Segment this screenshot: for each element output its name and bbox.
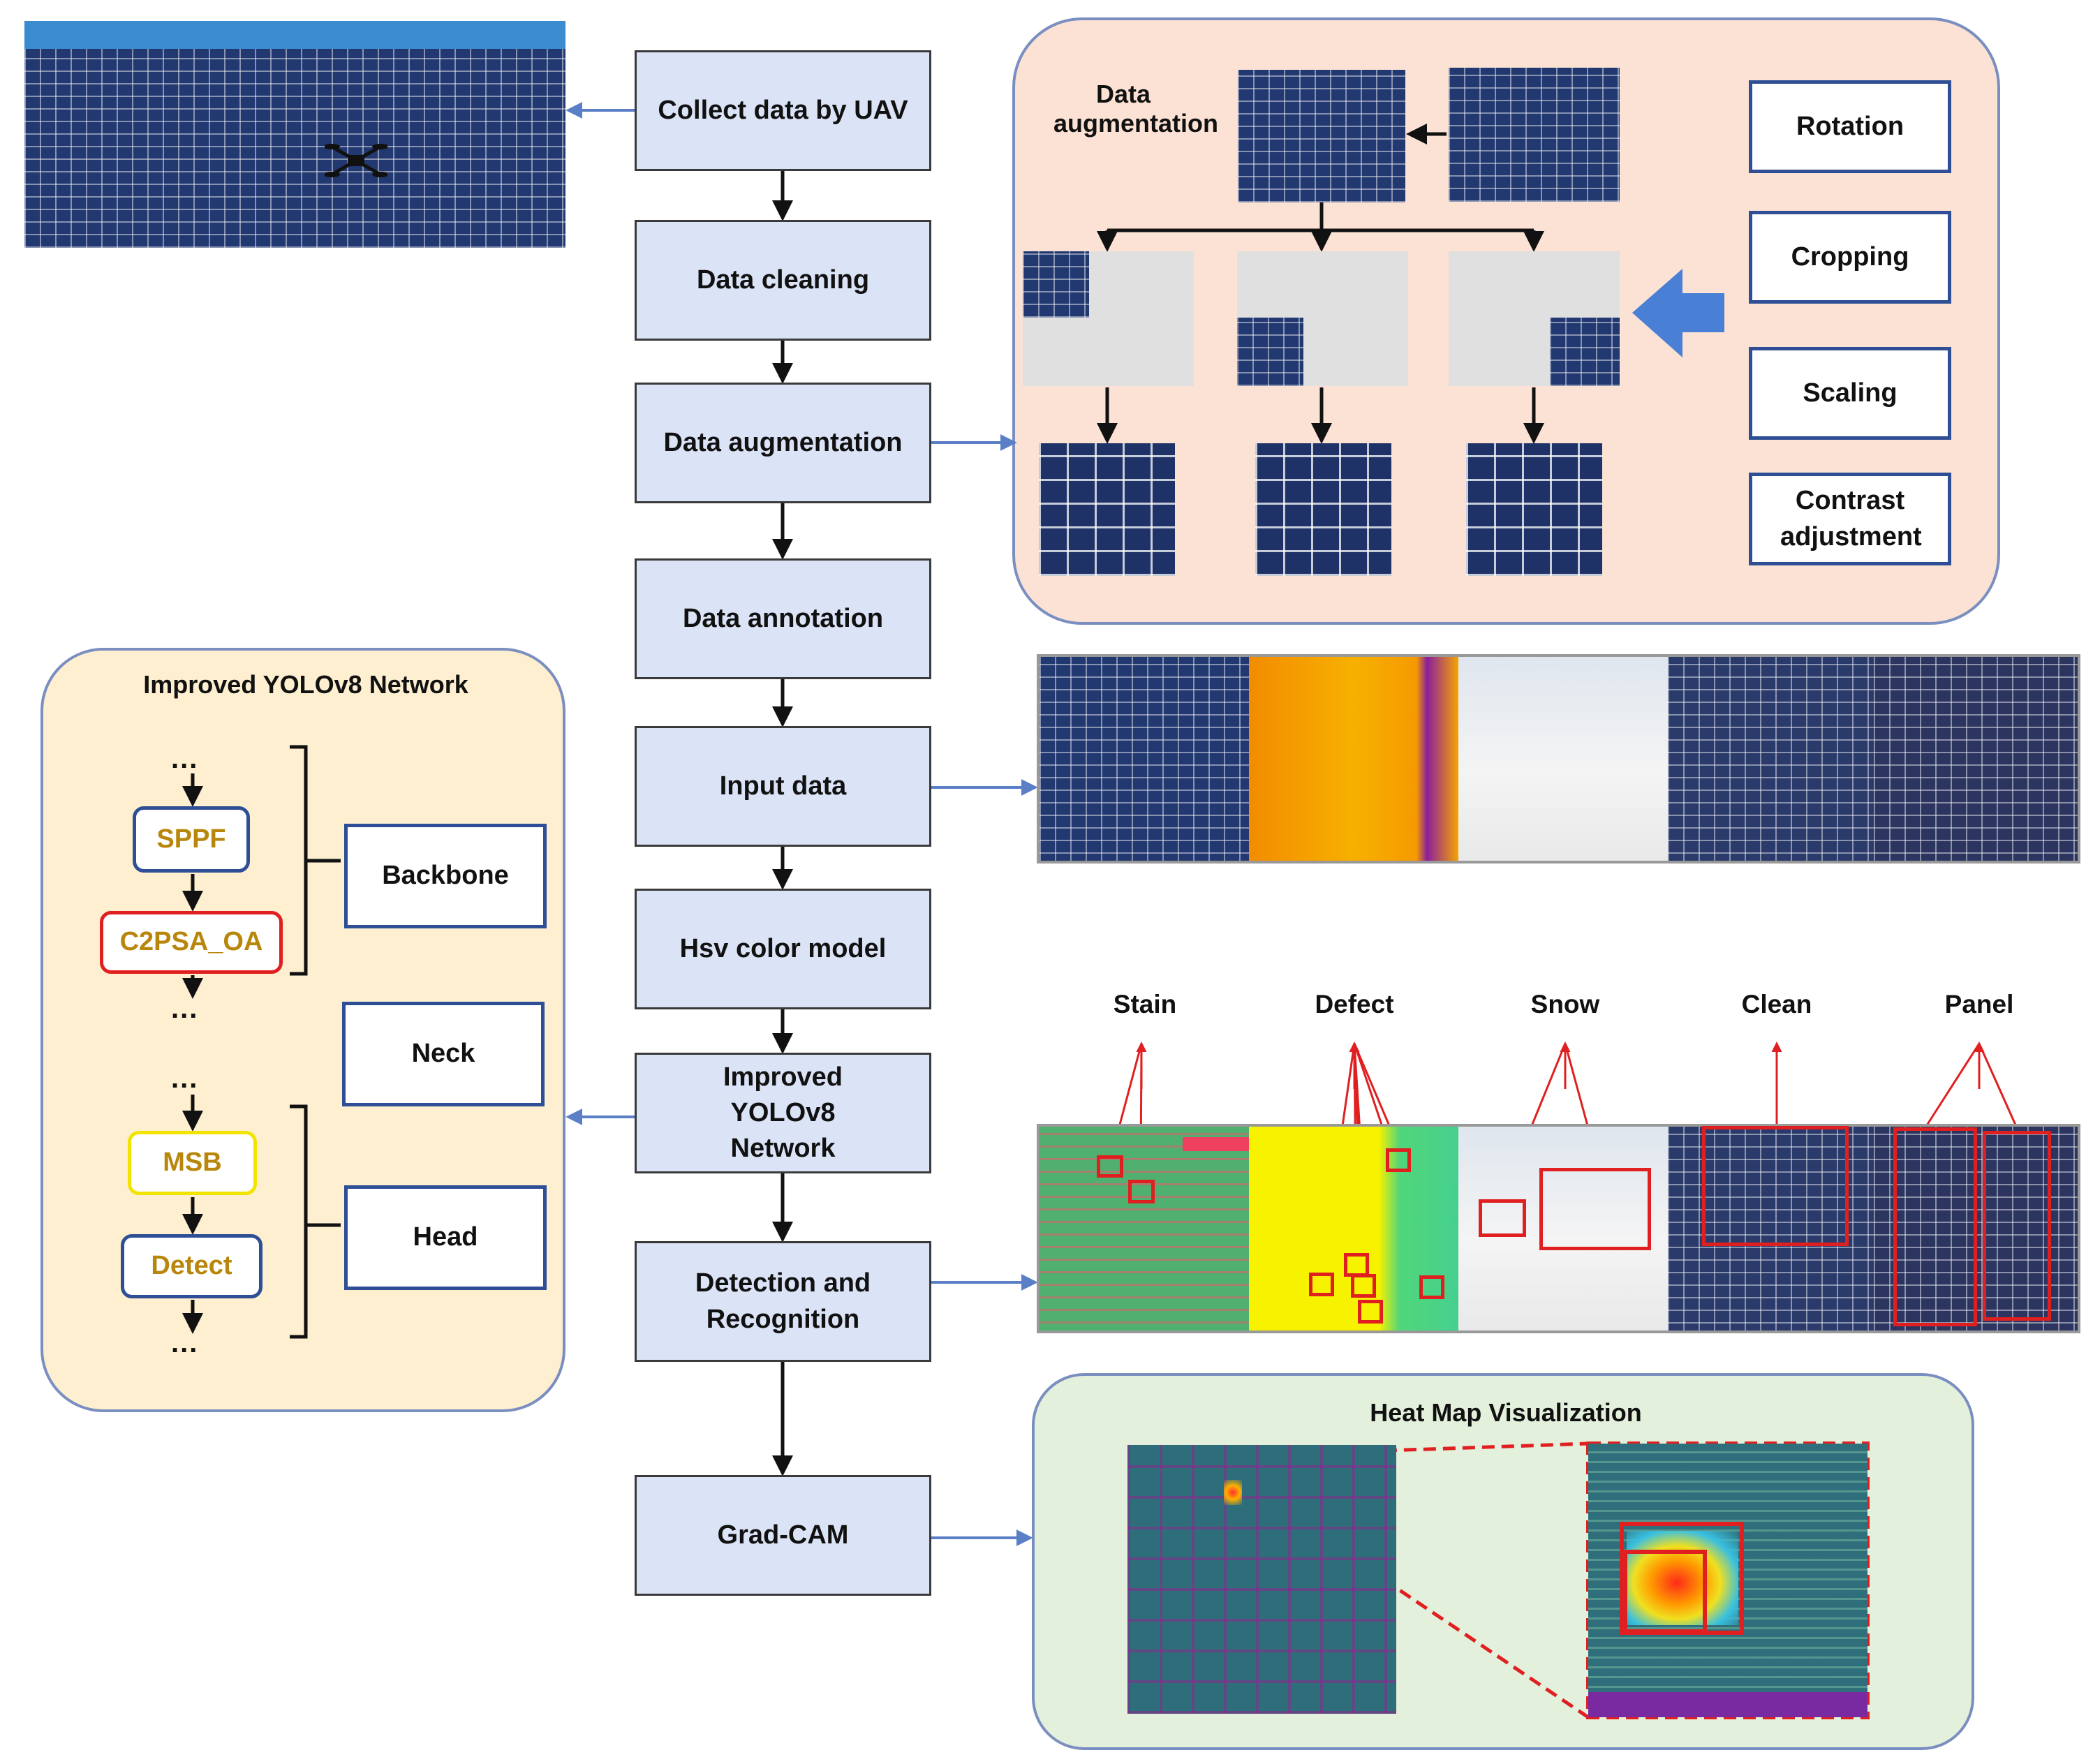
aug-result-3 [1466, 443, 1602, 576]
part-backbone: Backbone [344, 824, 547, 928]
class-panel: Panel [1944, 990, 2014, 1018]
input-infrared-image [1249, 657, 1458, 861]
module-sppf: SPPF [133, 806, 250, 873]
aug-crop-1 [1023, 251, 1194, 386]
uav-photo [24, 21, 565, 248]
aug-crop-2 [1237, 251, 1408, 386]
class-snow: Snow [1530, 990, 1600, 1018]
backbone-bracket [290, 745, 341, 976]
step-improved-yolov8-label: Improved YOLOv8 Network [723, 1062, 843, 1164]
detect-stain-image [1040, 1127, 1249, 1331]
bbox-panel-2 [1983, 1131, 2051, 1321]
class-defect: Defect [1315, 990, 1394, 1018]
bbox-defect-4 [1351, 1274, 1376, 1298]
input-stain-image [1040, 657, 1249, 861]
augmentation-title: Data augmentation [1029, 80, 1218, 138]
step-input-data: Input data [635, 726, 931, 847]
method-contrast-label: Contrast adjustment [1780, 486, 1922, 551]
left-block-arrow-icon [1632, 269, 1724, 357]
step-hsv-color-model: Hsv color model [635, 889, 931, 1009]
step-data-annotation: Data annotation [635, 558, 931, 679]
class-stain: Stain [1113, 990, 1177, 1018]
ptr-panel-1 [1925, 1043, 1981, 1126]
method-scaling: Scaling [1749, 347, 1951, 440]
bbox-stain-2 [1128, 1180, 1155, 1203]
ellipsis-mid-2: ... [171, 1063, 199, 1094]
bbox-defect-3 [1309, 1273, 1334, 1296]
step-improved-yolov8: Improved YOLOv8 Network [635, 1053, 931, 1173]
detect-snow-image [1458, 1127, 1668, 1331]
part-head: Head [344, 1185, 547, 1290]
ptr-panel-2 [1978, 1043, 2019, 1130]
heat-bbox-inner [1623, 1550, 1707, 1633]
bbox-snow-2 [1539, 1168, 1651, 1250]
method-rotation: Rotation [1749, 80, 1951, 173]
step-detection-label: Detection and Recognition [695, 1268, 871, 1334]
input-snow-image [1458, 657, 1668, 861]
step-grad-cam: Grad-CAM [635, 1475, 931, 1596]
aug-mosaic-image [1238, 70, 1405, 202]
module-detect: Detect [121, 1234, 262, 1298]
step-data-augmentation: Data augmentation [635, 383, 931, 503]
augmentation-title-text: Data augmentation [1053, 80, 1219, 138]
part-neck: Neck [342, 1002, 545, 1106]
step-collect-data: Collect data by UAV [635, 50, 931, 171]
class-clean: Clean [1741, 990, 1812, 1018]
heatmap-zoom-image [1588, 1444, 1867, 1717]
step-detection-recognition: Detection and Recognition [635, 1241, 931, 1362]
drone-icon [323, 140, 389, 177]
bbox-snow-1 [1479, 1199, 1526, 1237]
module-c2psa-oa: C2PSA_OA [100, 911, 283, 974]
bbox-clean [1702, 1126, 1849, 1246]
aug-result-1 [1039, 443, 1175, 576]
input-panel-image [1874, 657, 2078, 861]
aug-split-bus [1107, 202, 1534, 232]
network-title: Improved YOLOv8 Network [143, 670, 468, 699]
bbox-defect-1 [1386, 1148, 1411, 1172]
bbox-defect-2 [1344, 1253, 1369, 1277]
bbox-defect-5 [1358, 1300, 1383, 1324]
method-contrast: Contrast adjustment [1749, 473, 1951, 565]
heatmap-full-image [1127, 1445, 1396, 1714]
head-bracket [290, 1104, 341, 1339]
method-cropping: Cropping [1749, 211, 1951, 304]
heatmap-title: Heat Map Visualization [1370, 1398, 1642, 1427]
aug-result-2 [1255, 443, 1391, 576]
step-data-cleaning: Data cleaning [635, 220, 931, 341]
input-image-strip [1037, 654, 2080, 864]
ellipsis-top: ... [171, 743, 199, 774]
ellipsis-mid-1: ... [171, 993, 199, 1024]
bbox-stain-1 [1097, 1155, 1123, 1178]
bbox-panel-1 [1893, 1127, 1977, 1326]
input-clean-image [1668, 657, 1874, 861]
aug-crop-3 [1449, 251, 1620, 386]
module-msb: MSB [128, 1131, 257, 1195]
detection-image-strip [1037, 1124, 2080, 1333]
aug-source-image [1449, 68, 1620, 202]
detect-defect-image [1249, 1127, 1458, 1331]
bbox-defect-6 [1419, 1275, 1444, 1299]
ellipsis-bottom: ... [171, 1328, 199, 1358]
